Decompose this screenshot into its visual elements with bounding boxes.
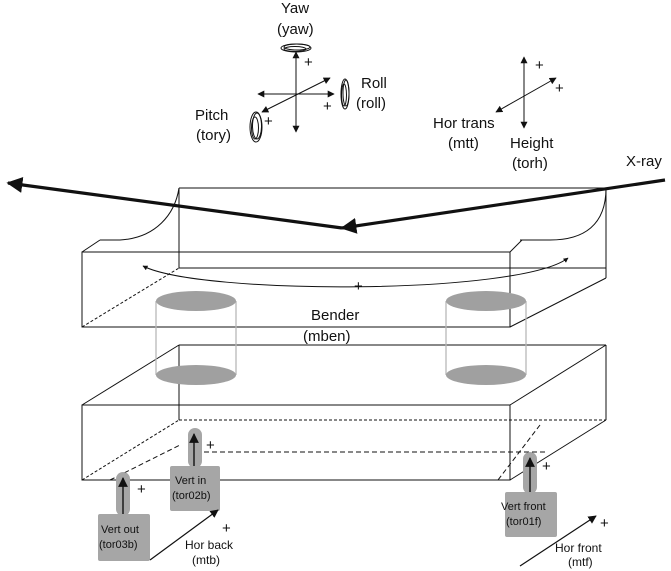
hor-trans-code: (mtt) (448, 135, 479, 152)
hor-front-arrow (519, 515, 597, 567)
vert-front-label: Vert front (501, 501, 546, 513)
hor-back-code: (mtb) (192, 553, 220, 567)
roll-label: Roll (361, 75, 387, 92)
xray-beam (6, 176, 666, 234)
pitch-plus: + (264, 113, 273, 130)
cylinder-left (155, 291, 237, 385)
vert-in-code: (tor02b) (172, 490, 211, 502)
vert-in-actuator (170, 428, 220, 511)
hor-trans-label: Hor trans (433, 115, 495, 132)
yaw-label: Yaw (281, 0, 309, 17)
cylinder-right (445, 291, 527, 385)
xray-label: X-ray (626, 153, 662, 170)
hor-back-label: Hor back (185, 538, 234, 552)
roll-rotation-icon (340, 78, 350, 110)
bender-plus: + (354, 278, 363, 295)
pitch-rotation-icon (249, 111, 263, 143)
vert-out-plus: + (137, 481, 146, 498)
yaw-rotation-icon (280, 43, 312, 53)
hor-front-plus: + (600, 515, 609, 532)
hor-back-arrow (149, 509, 219, 561)
pitch-label: Pitch (195, 107, 228, 124)
height-plus: + (535, 57, 544, 74)
bender-arc-arrow (142, 257, 569, 288)
pitch-code: (tory) (196, 127, 231, 144)
vert-front-plus: + (542, 458, 551, 475)
hor-front-code: (mtf) (568, 555, 593, 569)
roll-code: (roll) (356, 95, 386, 112)
translation-axes (495, 56, 557, 129)
bender-label: Bender (311, 307, 359, 324)
height-label: Height (510, 135, 554, 152)
vert-in-plus: + (206, 437, 215, 454)
vert-in-label: Vert in (175, 475, 206, 487)
hor-front-label: Hor front (555, 541, 602, 555)
vert-front-actuator (505, 452, 557, 537)
roll-plus: + (323, 98, 332, 115)
vert-out-label: Vert out (101, 524, 139, 536)
lower-base-block (81, 344, 607, 481)
height-code: (torh) (512, 155, 548, 172)
vert-out-code: (tor03b) (99, 539, 138, 551)
yaw-code: (yaw) (277, 21, 314, 38)
yaw-plus: + (304, 54, 313, 71)
vert-out-actuator (98, 472, 150, 561)
hor-back-plus: + (222, 520, 231, 537)
hor-trans-plus: + (555, 80, 564, 97)
vert-front-code: (tor01f) (506, 516, 541, 528)
bender-code: (mben) (303, 328, 351, 345)
rotation-axes (257, 51, 335, 133)
